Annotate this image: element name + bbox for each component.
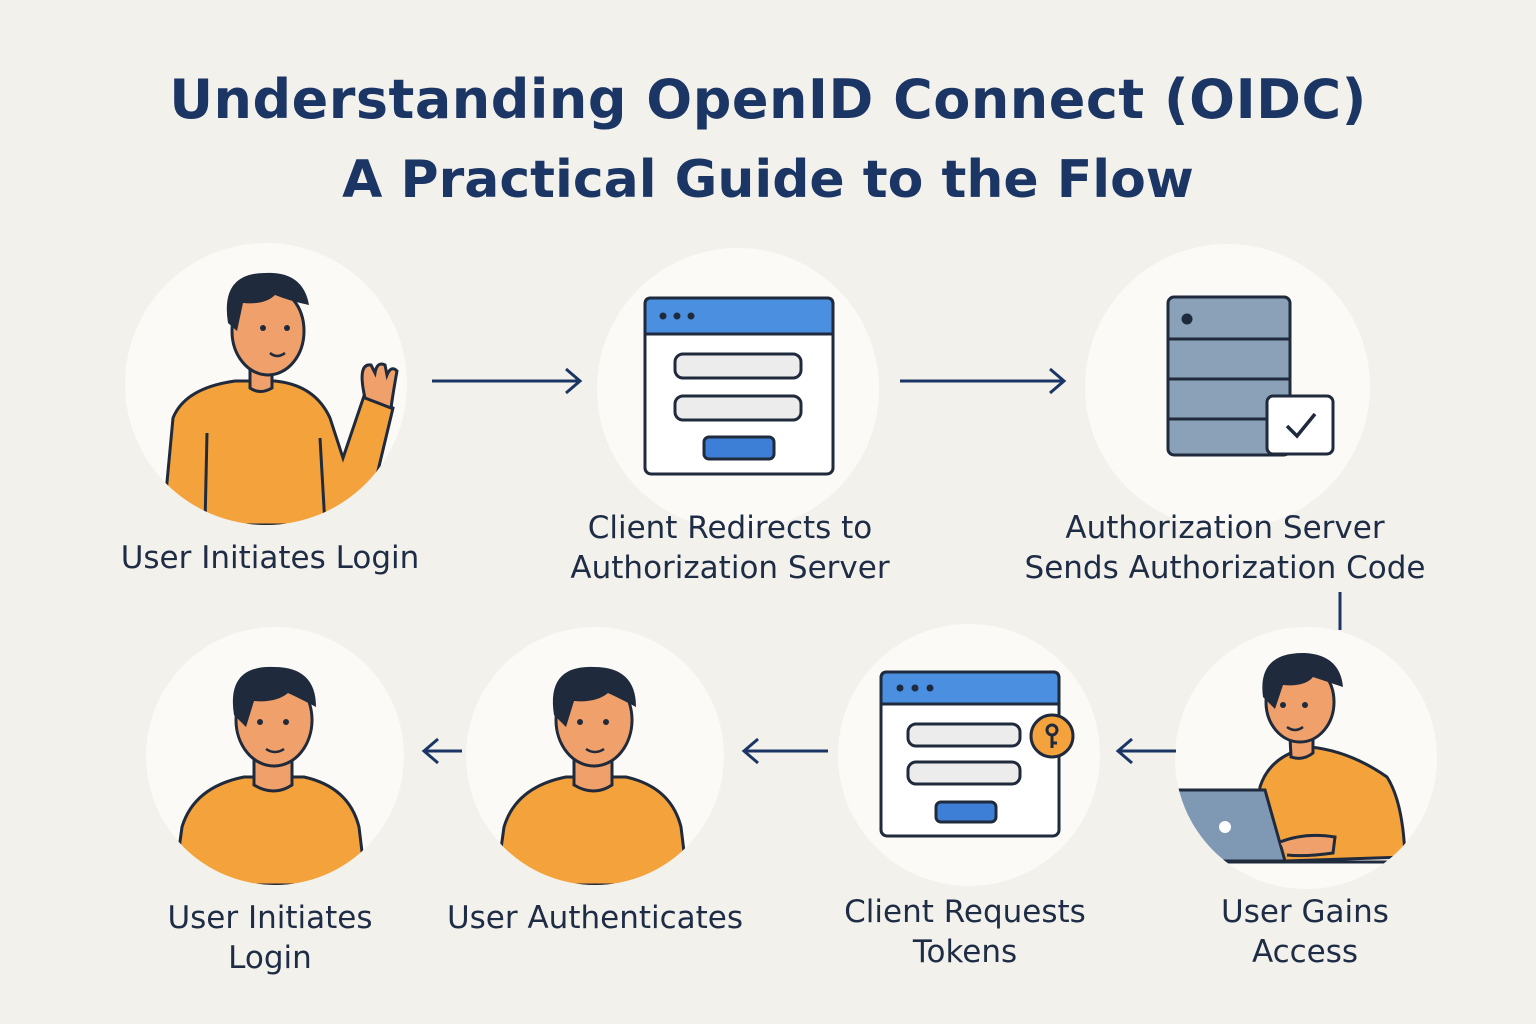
person-waving-icon [161, 272, 399, 525]
arrow-left-icon [1115, 737, 1176, 765]
browser-key-icon [879, 670, 1075, 838]
arrow-left-icon [741, 737, 828, 765]
arrow-right-icon [900, 367, 1067, 395]
diagram-subtitle: A Practical Guide to the Flow [342, 150, 1194, 210]
step-2-label: Client Redirects to Authorization Server [570, 510, 890, 586]
arrow-left-icon [421, 737, 462, 765]
step-7-label: User Initiates Login [167, 900, 373, 976]
person-icon [494, 666, 690, 885]
step-5-label: Client Requests Tokens [844, 894, 1086, 970]
browser-login-form-icon [643, 296, 835, 476]
step-6-label: User Authenticates [446, 900, 744, 936]
step-5-circle [838, 624, 1100, 886]
step-1-label: User Initiates Login [120, 540, 420, 576]
person-laptop-icon [1175, 652, 1437, 864]
step-3-circle [1085, 244, 1370, 529]
arrow-right-icon [432, 367, 583, 395]
step-4-circle [1175, 627, 1437, 889]
server-checkmark-icon [1166, 295, 1335, 457]
step-6-circle [466, 627, 724, 885]
diagram-title: Understanding OpenID Connect (OIDC) [169, 68, 1367, 131]
step-7-circle [146, 627, 404, 885]
step-1-circle [125, 243, 407, 525]
step-2-circle [597, 248, 879, 530]
person-icon [172, 666, 368, 885]
connector-line [1338, 592, 1342, 630]
step-3-label: Authorization Server Sends Authorization… [1024, 510, 1426, 586]
step-4-label: User Gains Access [1221, 894, 1389, 970]
